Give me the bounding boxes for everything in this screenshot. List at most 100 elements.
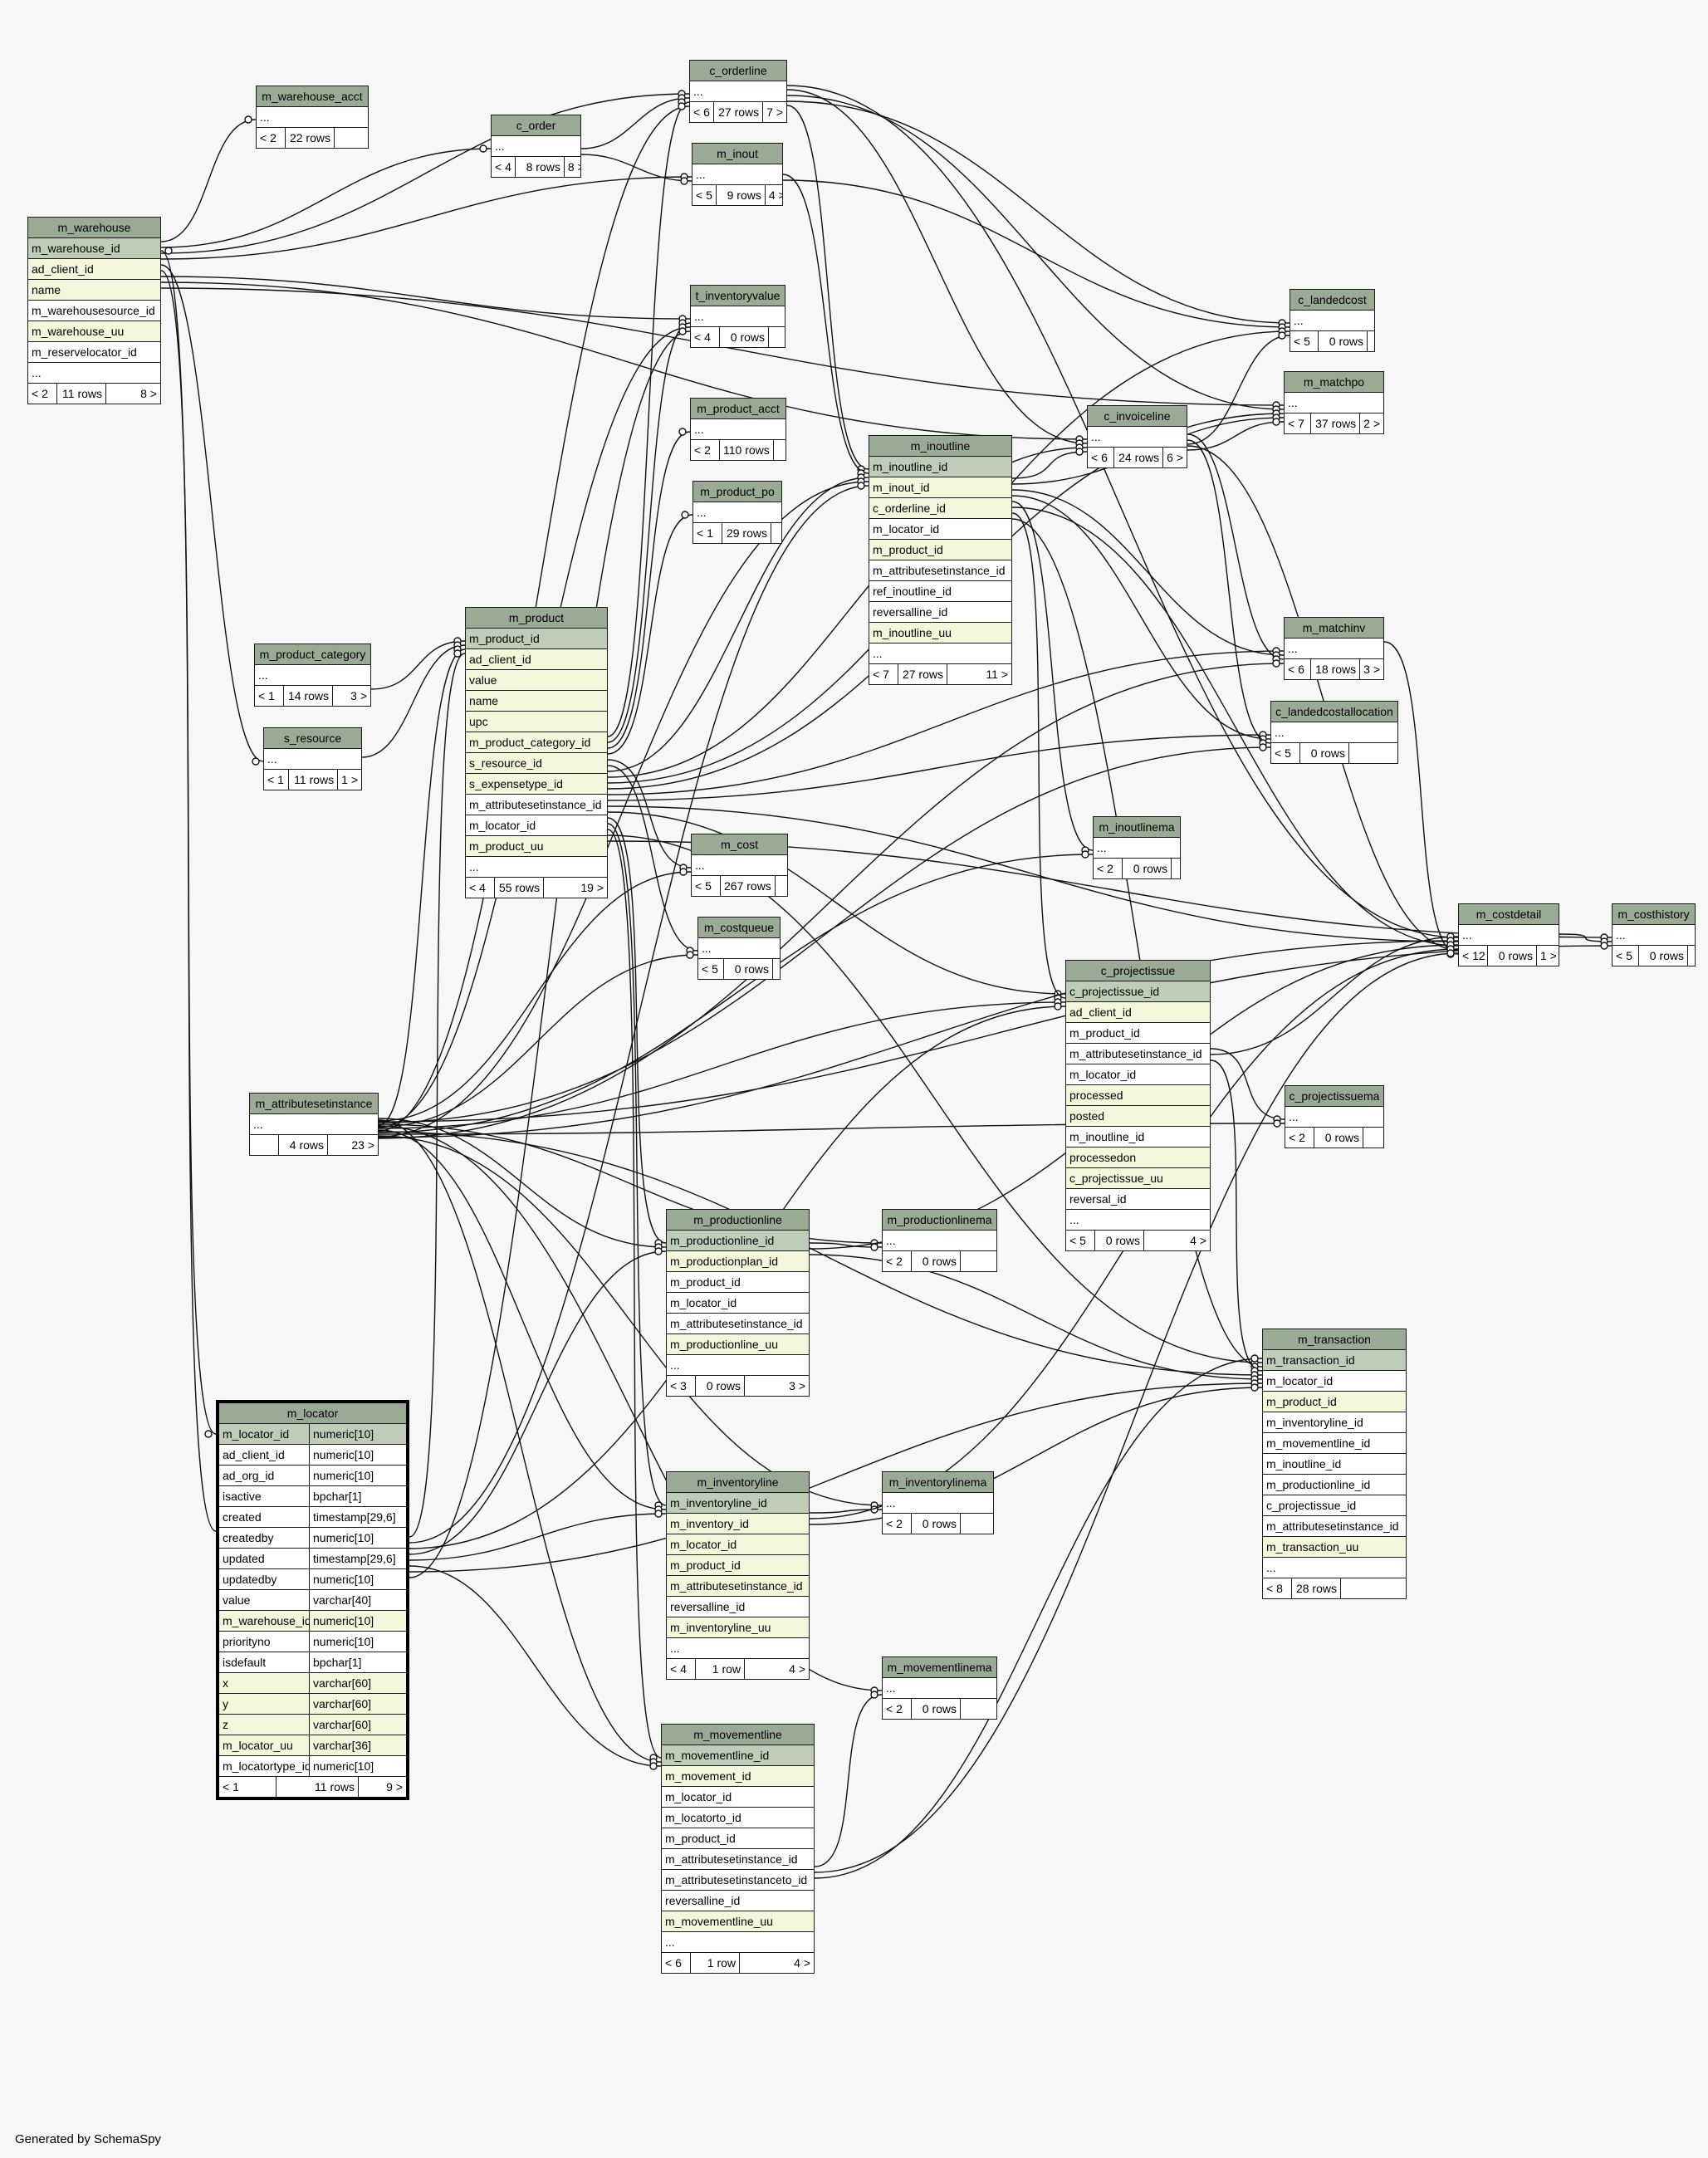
table-header[interactable]: m_inventorylinema bbox=[883, 1472, 993, 1493]
table-header[interactable]: c_projectissuema bbox=[1285, 1086, 1383, 1107]
parents-link[interactable]: < 5 bbox=[1066, 1231, 1095, 1250]
table-header[interactable]: m_product bbox=[466, 608, 607, 629]
table-header[interactable]: m_productionlinema bbox=[883, 1210, 996, 1231]
children-link[interactable]: 8 > bbox=[140, 387, 157, 400]
children-link[interactable]: 3 > bbox=[1363, 663, 1380, 676]
parents-link[interactable]: < 2 bbox=[883, 1514, 912, 1534]
parents-link[interactable]: < 4 bbox=[691, 327, 720, 347]
parents-link[interactable]: < 5 bbox=[692, 185, 717, 205]
children-link[interactable] bbox=[961, 1251, 996, 1271]
table-header[interactable]: t_inventoryvalue bbox=[691, 286, 785, 306]
parents-link[interactable]: < 1 bbox=[219, 1777, 277, 1797]
table-header[interactable]: m_attributesetinstance bbox=[250, 1094, 378, 1114]
parents-link[interactable]: < 1 bbox=[255, 686, 284, 706]
parents-link[interactable]: < 2 bbox=[883, 1699, 912, 1719]
children-link[interactable]: 1 > bbox=[341, 773, 358, 786]
table-header[interactable]: s_resource bbox=[264, 728, 361, 749]
children-link[interactable] bbox=[773, 959, 780, 979]
table-header[interactable]: m_movementlinema bbox=[883, 1657, 996, 1678]
table-header[interactable]: m_cost bbox=[692, 834, 787, 855]
table-header[interactable]: c_projectissue bbox=[1066, 961, 1210, 981]
parents-link[interactable]: < 5 bbox=[1613, 946, 1639, 966]
table-header[interactable]: m_costdetail bbox=[1459, 904, 1559, 925]
table-header[interactable]: c_landedcostallocation bbox=[1271, 702, 1397, 722]
table-header[interactable]: m_productionline bbox=[667, 1210, 809, 1231]
table-header[interactable]: c_orderline bbox=[690, 61, 786, 81]
children-link[interactable]: 4 > bbox=[768, 188, 782, 202]
parents-link[interactable]: < 7 bbox=[1285, 413, 1312, 433]
parents-link[interactable]: < 5 bbox=[1290, 331, 1319, 351]
parents-link[interactable]: < 2 bbox=[691, 440, 720, 460]
children-link[interactable]: 9 > bbox=[386, 1780, 403, 1793]
children-link[interactable] bbox=[961, 1514, 993, 1534]
table-header[interactable]: m_inout bbox=[692, 144, 782, 164]
parents-link[interactable]: < 3 bbox=[667, 1376, 696, 1396]
parents-link[interactable]: < 5 bbox=[698, 959, 724, 979]
parents-link[interactable]: < 2 bbox=[1285, 1128, 1314, 1148]
table-header[interactable]: m_product_acct bbox=[691, 399, 785, 419]
table-header[interactable]: m_product_po bbox=[693, 482, 781, 502]
children-link[interactable]: 4 > bbox=[789, 1662, 805, 1676]
children-link[interactable]: 3 > bbox=[789, 1379, 805, 1392]
children-link[interactable] bbox=[1172, 859, 1180, 878]
children-link[interactable] bbox=[961, 1699, 996, 1719]
parents-link[interactable]: < 4 bbox=[492, 157, 516, 177]
children-link[interactable] bbox=[1368, 331, 1374, 351]
table-header[interactable]: c_order bbox=[492, 115, 580, 136]
table-header[interactable]: m_inventoryline bbox=[667, 1472, 809, 1493]
children-link[interactable]: 7 > bbox=[766, 105, 783, 119]
parents-link[interactable] bbox=[250, 1135, 279, 1155]
children-link[interactable]: 11 > bbox=[986, 668, 1008, 681]
table-header[interactable]: m_costqueue bbox=[698, 918, 780, 938]
parents-link[interactable]: < 6 bbox=[662, 1953, 691, 1973]
children-link[interactable] bbox=[769, 327, 785, 347]
parents-link[interactable]: < 6 bbox=[1285, 659, 1312, 679]
parents-link[interactable]: < 5 bbox=[692, 876, 721, 896]
table-header[interactable]: m_inoutline bbox=[869, 436, 1011, 457]
parents-link[interactable]: < 1 bbox=[264, 770, 290, 790]
table-header[interactable]: m_inoutlinema bbox=[1094, 817, 1180, 838]
parents-link[interactable]: < 2 bbox=[883, 1251, 912, 1271]
table-header[interactable]: m_locator bbox=[219, 1403, 406, 1424]
parents-link[interactable]: < 1 bbox=[693, 523, 722, 543]
parents-link[interactable]: < 4 bbox=[667, 1659, 696, 1679]
table-header[interactable]: m_warehouse bbox=[28, 218, 160, 238]
children-link[interactable] bbox=[774, 440, 785, 460]
table-header[interactable]: m_movementline bbox=[662, 1725, 814, 1745]
parents-link[interactable]: < 12 bbox=[1459, 946, 1488, 966]
children-link[interactable]: 8 > bbox=[567, 160, 580, 174]
parents-link[interactable]: < 4 bbox=[466, 878, 495, 898]
table-header[interactable]: m_warehouse_acct bbox=[257, 86, 368, 107]
table-header[interactable]: m_matchinv bbox=[1285, 618, 1383, 639]
table-header[interactable]: c_invoiceline bbox=[1088, 406, 1187, 427]
table-header[interactable]: m_product_category bbox=[255, 644, 370, 665]
table-header[interactable]: c_landedcost bbox=[1290, 290, 1374, 311]
table-header[interactable]: m_matchpo bbox=[1285, 372, 1383, 393]
